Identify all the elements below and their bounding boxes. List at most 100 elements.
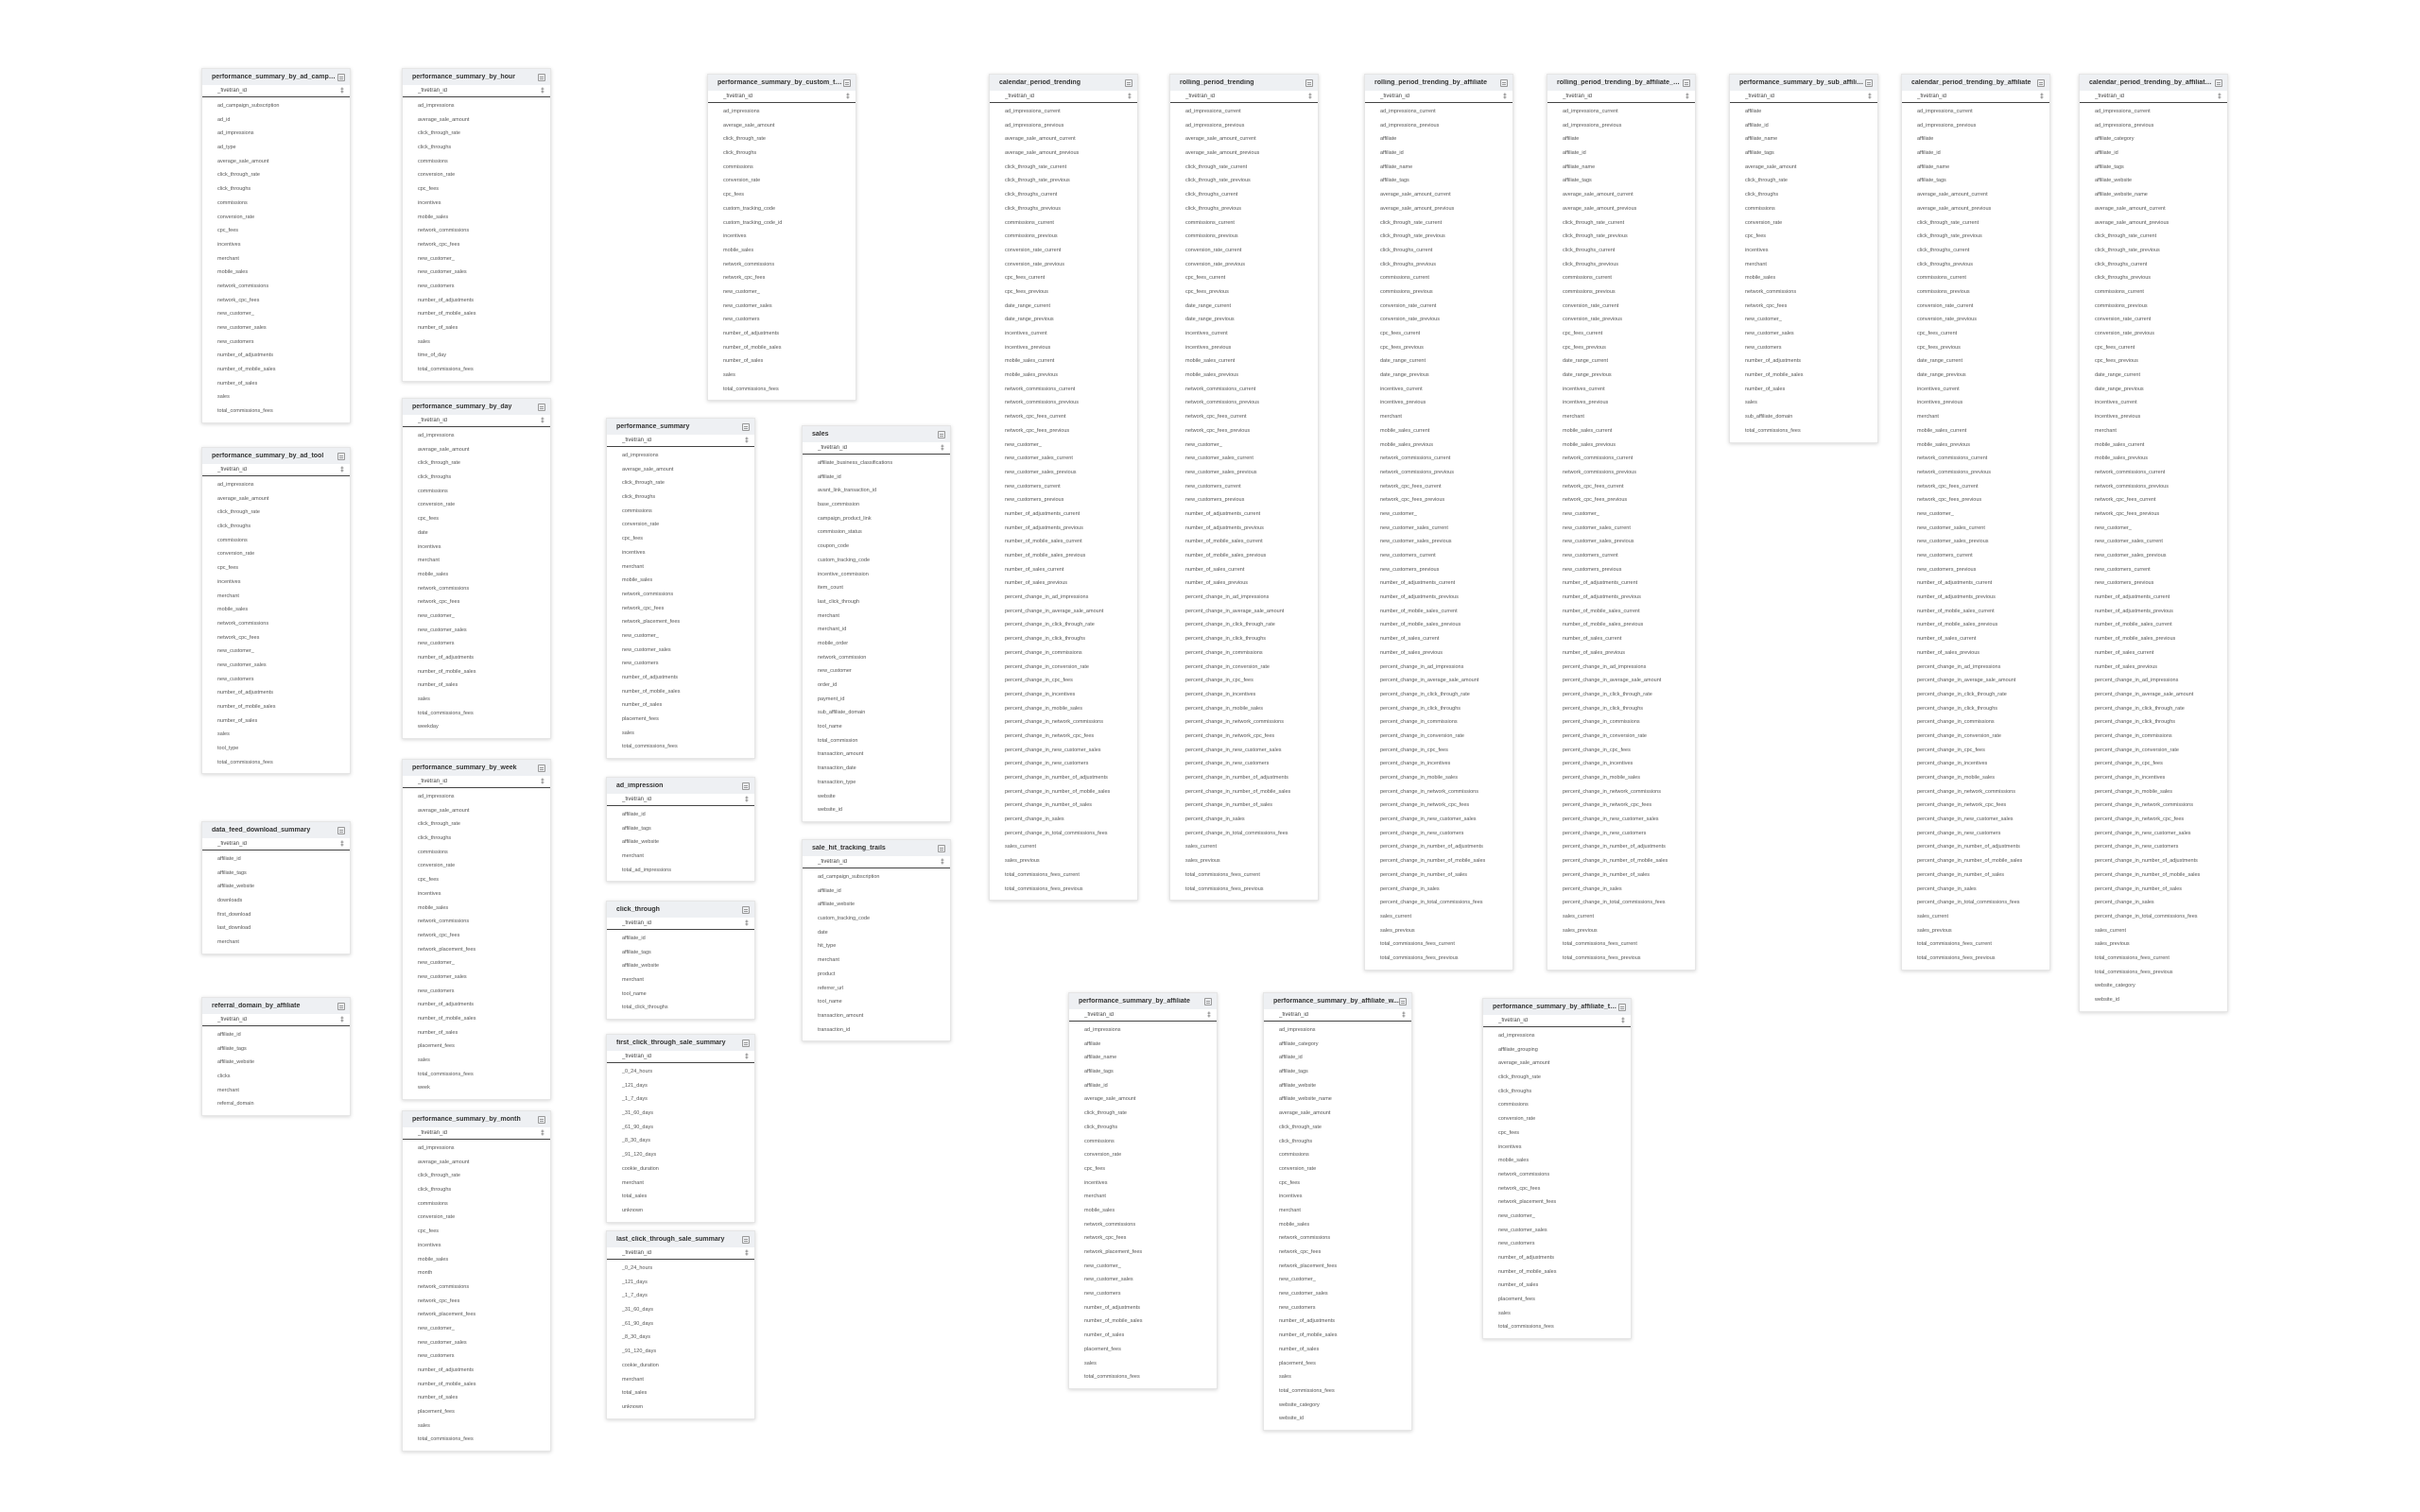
table-options-icon[interactable] xyxy=(538,1115,545,1124)
table-options-icon[interactable] xyxy=(538,764,545,772)
table-options-icon[interactable] xyxy=(2215,78,2222,87)
table-performance-summary-by-day[interactable]: performance_summary_by_day_fivetran_id‡a… xyxy=(402,398,551,740)
table-rolling-period-trending[interactable]: rolling_period_trending_fivetran_id‡ad_i… xyxy=(1169,74,1319,902)
table-performance-summary-by-affiliate[interactable]: performance_summary_by_affiliate_fivetra… xyxy=(1068,992,1218,1389)
table-options-icon[interactable] xyxy=(1500,78,1508,87)
table-options-icon[interactable] xyxy=(742,782,750,790)
column-row: ad_impressions xyxy=(217,130,254,137)
column-row: network_commissions xyxy=(217,283,269,289)
table-options-icon[interactable] xyxy=(337,452,345,460)
table-performance-summary-by-custom-tra[interactable]: performance_summary_by_custom_tra..._fiv… xyxy=(707,74,856,402)
table-calendar-period-trending[interactable]: calendar_period_trending_fivetran_id‡ad_… xyxy=(989,74,1138,902)
table-options-icon[interactable] xyxy=(938,844,945,852)
column-row: number_of_adjustments_current xyxy=(1185,510,1261,517)
column-row: sales xyxy=(418,1422,430,1429)
column-row: affiliate xyxy=(1917,136,1934,143)
table-header[interactable]: performance_summary_by_affiliate_w... xyxy=(1264,993,1411,1009)
table-header[interactable]: data_feed_download_summary xyxy=(202,822,350,838)
column-row: sales_current xyxy=(1005,844,1037,850)
table-options-icon[interactable] xyxy=(1305,78,1313,87)
table-header[interactable]: sale_hit_tracking_trails xyxy=(803,840,950,856)
table-header[interactable]: calendar_period_trending_by_affiliate_..… xyxy=(2080,75,2227,91)
table-header[interactable]: click_through xyxy=(607,902,754,918)
column-row: number_of_mobile_sales_current xyxy=(1917,608,1995,614)
table-header[interactable]: last_click_through_sale_summary xyxy=(607,1231,754,1247)
table-data-feed-download-summary[interactable]: data_feed_download_summary_fivetran_id‡a… xyxy=(201,821,351,954)
table-options-icon[interactable] xyxy=(337,826,345,834)
table-first-click-through-sale-summary[interactable]: first_click_through_sale_summary_fivetra… xyxy=(606,1034,755,1223)
table-header[interactable]: rolling_period_trending_by_affiliate_w..… xyxy=(1547,75,1695,91)
table-options-icon[interactable] xyxy=(742,1235,750,1244)
table-options-icon[interactable] xyxy=(1683,78,1690,87)
table-performance-summary-by-month[interactable]: performance_summary_by_month_fivetran_id… xyxy=(402,1110,551,1452)
table-options-icon[interactable] xyxy=(742,905,750,914)
table-header[interactable]: first_click_through_sale_summary xyxy=(607,1035,754,1051)
table-header[interactable]: performance_summary_by_day xyxy=(403,399,550,415)
column-row: affiliate_website xyxy=(1279,1082,1317,1089)
table-calendar-period-trending-by-affiliate[interactable]: calendar_period_trending_by_affiliate_..… xyxy=(2079,74,2228,1012)
table-header[interactable]: performance_summary_by_ad_tool xyxy=(202,448,350,464)
table-options-icon[interactable] xyxy=(538,73,545,81)
table-header[interactable]: performance_summary_by_affiliate xyxy=(1069,993,1217,1009)
table-sale-hit-tracking-trails[interactable]: sale_hit_tracking_trails_fivetran_id‡ad_… xyxy=(802,839,951,1042)
table-rolling-period-trending-by-affiliate-w[interactable]: rolling_period_trending_by_affiliate_w..… xyxy=(1547,74,1696,971)
table-calendar-period-trending-by-affiliate[interactable]: calendar_period_trending_by_affiliate_fi… xyxy=(1901,74,2050,971)
table-options-icon[interactable] xyxy=(742,422,750,431)
column-row: network_cpc_fees_current xyxy=(2095,497,2156,504)
column-row: click_through_rate xyxy=(622,480,665,487)
table-performance-summary-by-ad-campai[interactable]: performance_summary_by_ad_campai..._five… xyxy=(201,68,351,423)
column-row: website_category xyxy=(2095,983,2135,989)
table-header[interactable]: performance_summary xyxy=(607,419,754,435)
table-options-icon[interactable] xyxy=(1125,78,1132,87)
column-row: number_of_sales xyxy=(418,682,458,689)
table-options-icon[interactable] xyxy=(1399,997,1407,1005)
table-performance-summary-by-affiliate-w[interactable]: performance_summary_by_affiliate_w..._fi… xyxy=(1263,992,1412,1431)
table-options-icon[interactable] xyxy=(538,403,545,411)
table-options-icon[interactable] xyxy=(1865,78,1873,87)
table-options-icon[interactable] xyxy=(843,78,851,87)
table-options-icon[interactable] xyxy=(742,1039,750,1047)
table-sales[interactable]: sales_fivetran_id‡affiliate_business_cla… xyxy=(802,425,951,822)
column-row: conversion_rate_previous xyxy=(2095,331,2154,336)
table-title: rolling_period_trending_by_affiliate xyxy=(1374,79,1488,86)
column-row: new_customers xyxy=(217,338,254,345)
table-header[interactable]: performance_summary_by_month xyxy=(403,1111,550,1127)
table-header[interactable]: performance_summary_by_affiliate_ta... xyxy=(1483,999,1631,1015)
table-rolling-period-trending-by-affiliate[interactable]: rolling_period_trending_by_affiliate_fiv… xyxy=(1364,74,1513,971)
table-performance-summary-by-week[interactable]: performance_summary_by_week_fivetran_id‡… xyxy=(402,759,551,1101)
table-performance-summary-by-sub-affilia[interactable]: performance_summary_by_sub_affilia..._fi… xyxy=(1729,74,1878,443)
table-options-icon[interactable] xyxy=(1618,1003,1626,1011)
table-header[interactable]: sales xyxy=(803,426,950,442)
table-options-icon[interactable] xyxy=(2037,78,2045,87)
table-last-click-through-sale-summary[interactable]: last_click_through_sale_summary_fivetran… xyxy=(606,1230,755,1419)
table-header[interactable]: calendar_period_trending xyxy=(990,75,1137,91)
table-header[interactable]: ad_impression xyxy=(607,778,754,794)
table-referral-domain-by-affiliate[interactable]: referral_domain_by_affiliate_fivetran_id… xyxy=(201,997,351,1117)
column-row: percent_change_in_incentives xyxy=(1563,761,1634,767)
column-row: date_range_current xyxy=(1380,358,1426,365)
table-header[interactable]: rolling_period_trending_by_affiliate xyxy=(1365,75,1512,91)
column-row: commissions_previous xyxy=(1380,288,1433,295)
table-performance-summary-by-affiliate-ta[interactable]: performance_summary_by_affiliate_ta..._f… xyxy=(1482,998,1632,1340)
table-header[interactable]: performance_summary_by_custom_tra... xyxy=(708,75,856,91)
table-header[interactable]: performance_summary_by_week xyxy=(403,760,550,776)
table-performance-summary-by-hour[interactable]: performance_summary_by_hour_fivetran_id‡… xyxy=(402,68,551,382)
table-options-icon[interactable] xyxy=(337,73,345,81)
column-row: new_customer_sales xyxy=(217,325,267,331)
table-options-icon[interactable] xyxy=(938,430,945,438)
table-header[interactable]: calendar_period_trending_by_affiliate xyxy=(1902,75,2049,91)
table-header[interactable]: performance_summary_by_sub_affilia... xyxy=(1730,75,1877,91)
table-performance-summary[interactable]: performance_summary_fivetran_id‡ad_impre… xyxy=(606,418,755,760)
table-header[interactable]: performance_summary_by_hour xyxy=(403,69,550,85)
table-performance-summary-by-ad-tool[interactable]: performance_summary_by_ad_tool_fivetran_… xyxy=(201,447,351,775)
table-header[interactable]: rolling_period_trending xyxy=(1170,75,1318,91)
table-options-icon[interactable] xyxy=(1204,997,1212,1005)
table-header[interactable]: referral_domain_by_affiliate xyxy=(202,998,350,1014)
column-row: number_of_sales_current xyxy=(1563,636,1622,643)
primary-key-row: _fivetran_id‡ xyxy=(2080,91,2227,103)
table-options-icon[interactable] xyxy=(337,1002,345,1010)
column-row: merchant xyxy=(217,1087,239,1093)
table-header[interactable]: performance_summary_by_ad_campai... xyxy=(202,69,350,85)
